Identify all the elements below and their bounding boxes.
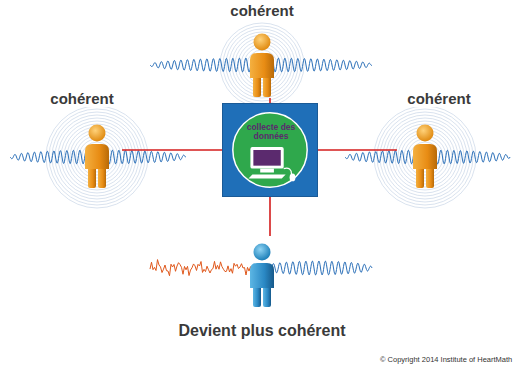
coherence-rings	[46, 23, 476, 208]
coherence-ring	[407, 139, 443, 175]
coherence-ring	[220, 23, 304, 107]
incoherent-wave	[150, 260, 261, 276]
node-label: collecte des données	[241, 123, 301, 142]
coherence-ring	[229, 32, 295, 98]
coherent-person: cohérent	[222, 2, 302, 98]
connector-line	[122, 149, 222, 151]
node-label: Devient plus cohérent	[176, 322, 347, 340]
person-figures	[85, 34, 437, 308]
coherence-ring	[85, 145, 109, 169]
coherence-ring	[410, 142, 440, 172]
connector-line	[318, 149, 397, 151]
learning-person: Devient plus cohérent	[150, 236, 374, 340]
coherent-person: cohérent	[42, 90, 122, 192]
coherence-ring	[383, 115, 467, 199]
coherence-ring	[413, 145, 437, 169]
node-label: cohérent	[228, 2, 295, 19]
coherence-ring	[392, 124, 458, 190]
coherent-wave	[262, 261, 372, 275]
coherence-ring	[46, 106, 148, 208]
coherence-ring	[226, 29, 298, 101]
data-collection-box: collecte des données	[222, 103, 318, 197]
coherence-ring	[247, 50, 277, 80]
person-figure	[250, 244, 274, 308]
coherent-person: cohérent	[397, 90, 481, 192]
person-figure	[413, 125, 437, 189]
coherence-ring	[82, 142, 112, 172]
coherence-ring	[374, 106, 476, 208]
coherence-ring	[55, 115, 139, 199]
coherence-ring	[76, 136, 118, 178]
person-figure	[250, 34, 274, 98]
node-label: cohérent	[405, 90, 472, 107]
heart-rhythm-waves	[10, 58, 510, 276]
node-label: cohérent	[48, 90, 115, 107]
coherence-ring	[244, 47, 280, 83]
copyright-note: © Copyright 2014 Institute of HeartMath	[380, 355, 512, 364]
hub-icon	[223, 104, 317, 196]
connector-line	[269, 197, 271, 236]
person-figure	[85, 125, 109, 189]
coherence-ring	[58, 118, 136, 196]
coherence-ring	[250, 53, 274, 77]
